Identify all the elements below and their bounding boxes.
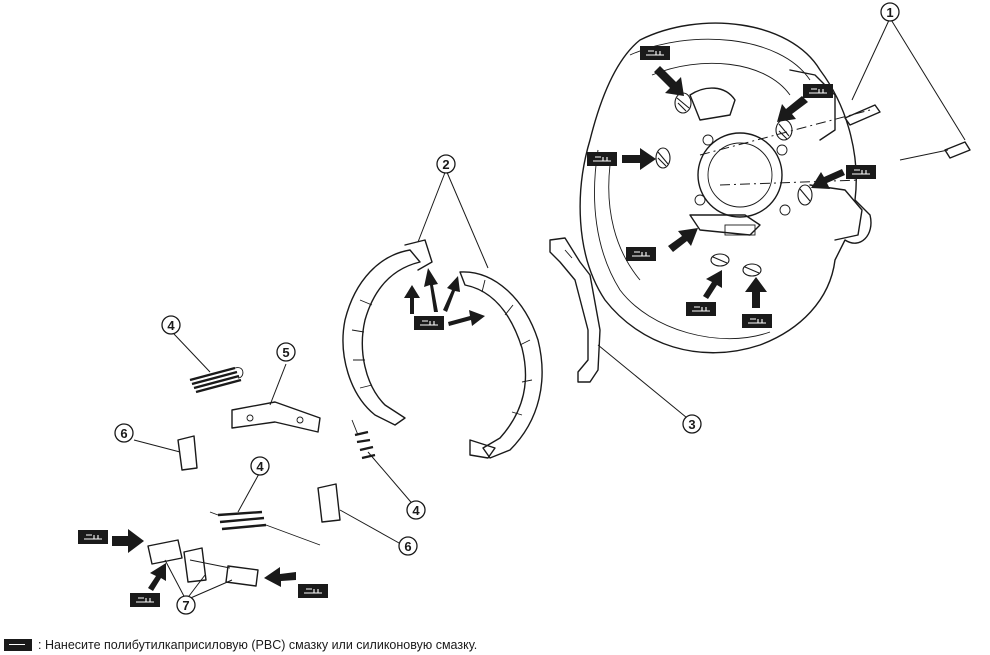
lube-arrow [264,567,296,587]
lubricant-legend: : Нанесите полибутилкаприсиловую (PBC) с… [4,637,477,653]
callout-1-marker: 1 [880,2,900,22]
adjuster-assembly [147,539,259,587]
return-spring-shoe [351,419,376,460]
lube-icon [803,84,833,98]
lube-arrow [654,66,684,96]
callout-1-label: 1 [886,5,893,20]
return-spring-upper [189,366,244,394]
backing-plate [579,22,872,354]
lube-icon [626,247,656,261]
lube-arrow [112,529,144,553]
callout-4b-label: 4 [256,459,264,474]
lube-marker-group [78,46,876,607]
lube-arrow [448,310,485,326]
lube-icon [130,593,160,607]
lube-icon [640,46,670,60]
callout-7-label: 7 [182,598,189,613]
brake-shoe-left [342,239,433,426]
callout-2-marker: 2 [436,154,456,174]
callout-4c-marker: 4 [406,500,426,520]
callout-3-marker: 3 [682,414,702,434]
callout-leaders [133,17,966,601]
callout-4a-label: 4 [167,318,175,333]
callout-7-marker: 7 [176,595,196,615]
callout-4b-marker: 4 [250,456,270,476]
lubricant-symbol-icon [4,639,32,651]
lube-icon [742,314,772,328]
callout-4c-label: 4 [412,503,420,518]
lube-arrow [404,285,420,314]
lube-icon [846,165,876,179]
callout-6a-label: 6 [120,426,127,441]
callout-2-label: 2 [442,157,449,172]
callout-5-marker: 5 [276,342,296,362]
legend-text: : Нанесите полибутилкаприсиловую (PBC) с… [38,638,478,652]
retainer-clip-right [317,483,341,523]
lube-arrow [703,270,722,299]
lube-icon [414,316,444,330]
brake-shoe-right [459,271,543,459]
lube-arrow [777,96,808,122]
mounting-bolts [844,104,971,161]
lube-arrow [811,169,845,189]
lube-arrow [443,276,460,312]
lube-arrow [745,277,767,308]
return-spring-lower [209,510,321,546]
lube-icon [686,302,716,316]
lube-arrow [668,228,698,252]
lube-arrow [622,148,656,170]
lube-icon [78,530,108,544]
parking-brake-lever [549,237,601,383]
lube-arrow [424,268,438,312]
callout-6b-label: 6 [404,539,411,554]
callout-5-label: 5 [282,345,289,360]
callout-3-label: 3 [688,417,695,432]
callout-6b-marker: 6 [398,536,418,556]
lube-arrow [148,563,166,591]
callout-4a-marker: 4 [161,315,181,335]
adjuster-plate [231,401,321,433]
lube-icon [298,584,328,598]
callout-6a-marker: 6 [114,423,134,443]
retainer-clip-left [177,435,198,471]
lube-icon [587,152,617,166]
